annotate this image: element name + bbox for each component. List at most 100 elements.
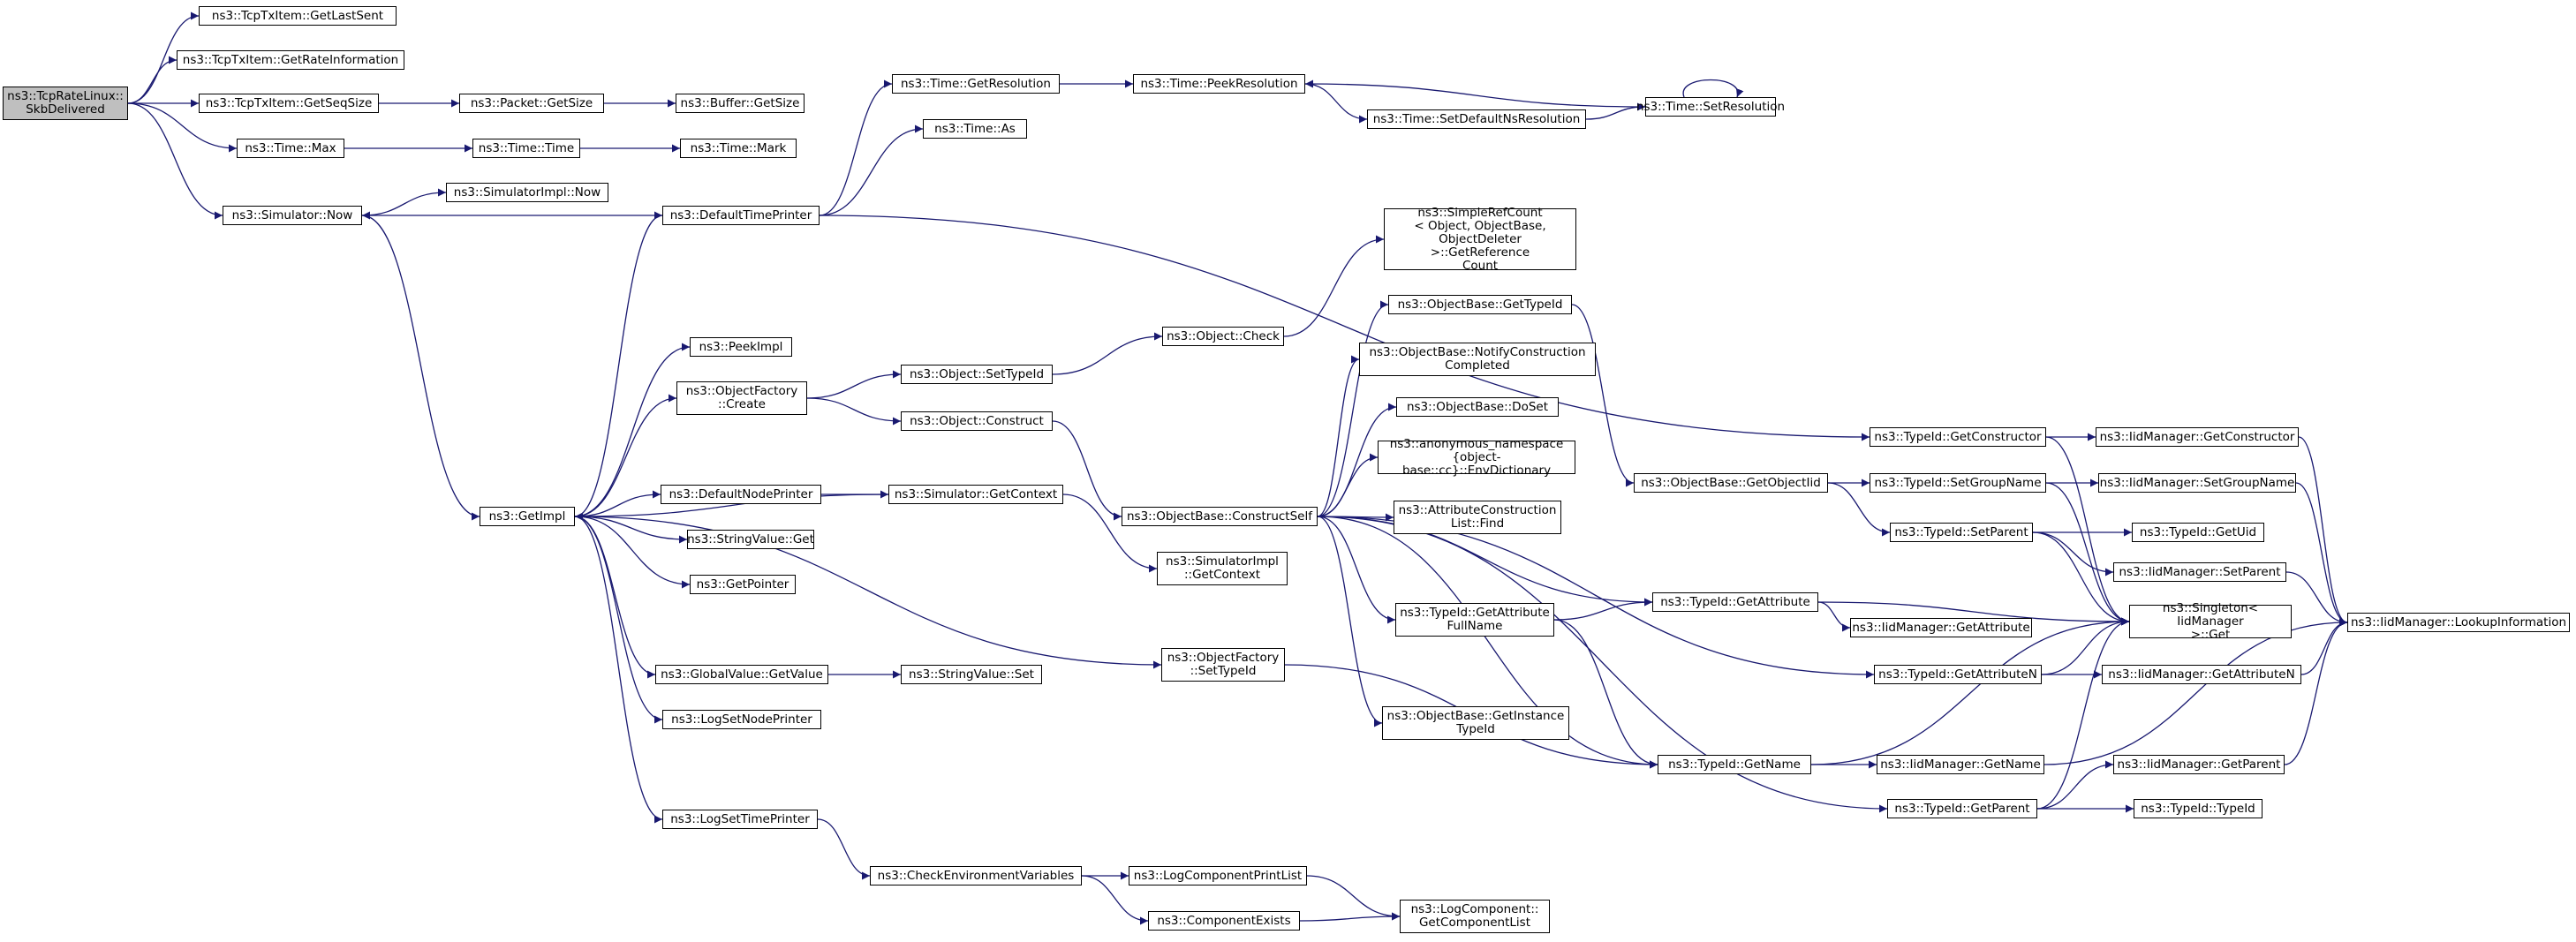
edge-simgetcontext-to-getimpl xyxy=(574,494,889,521)
node-label: ns3::TypeId::SetParent xyxy=(1894,524,2028,539)
edge-objconstruct-to-obconstructself xyxy=(1052,420,1122,521)
node-setdefaultns[interactable]: ns3::Time::SetDefaultNsResolution xyxy=(1367,109,1586,129)
node-label: ns3::TypeId::SetGroupName xyxy=(1874,475,2042,490)
node-objsettypeid[interactable]: ns3::Object::SetTypeId xyxy=(901,365,1053,384)
node-simplerefcount[interactable]: ns3::SimpleRefCount < Object, ObjectBase… xyxy=(1384,205,1576,273)
node-packetgetsize[interactable]: ns3::Packet::GetSize xyxy=(459,94,604,113)
node-label: ns3::Time::GetResolution xyxy=(900,76,1051,91)
node-label: ns3::Buffer::GetSize xyxy=(680,95,800,110)
node-getlastsent[interactable]: ns3::TcpTxItem::GetLastSent xyxy=(199,6,397,26)
node-obgetinstancetypeid[interactable]: ns3::ObjectBase::GetInstance TypeId xyxy=(1382,706,1569,740)
node-simnow[interactable]: ns3::Simulator::Now xyxy=(223,206,362,225)
edge-getimpl-to-getpointer xyxy=(574,516,691,589)
node-label: ns3::ComponentExists xyxy=(1157,913,1291,928)
node-logcompprintlist[interactable]: ns3::LogComponentPrintList xyxy=(1129,866,1307,885)
node-label: ns3::LogComponentPrintList xyxy=(1133,868,1303,883)
node-label: ns3::IidManager::GetName xyxy=(1880,757,2041,772)
node-iidlookupinfo[interactable]: ns3::IidManager::LookupInformation xyxy=(2347,613,2570,632)
node-objcheck[interactable]: ns3::Object::Check xyxy=(1162,327,1284,346)
node-getimpl[interactable]: ns3::GetImpl xyxy=(480,507,575,526)
node-deftimeprinter[interactable]: ns3::DefaultTimePrinter xyxy=(662,206,820,225)
node-attrconstfind[interactable]: ns3::AttributeConstruction List::Find xyxy=(1394,501,1561,534)
edge-deftimeprinter-to-timeas xyxy=(819,124,924,216)
edge-obconstructself-to-obnotify xyxy=(1317,355,1360,517)
node-logsettimeprinter[interactable]: ns3::LogSetTimePrinter xyxy=(662,810,818,829)
node-label: ns3::TypeId::GetAttribute xyxy=(1660,594,1810,609)
node-simimplgetcontext[interactable]: ns3::SimulatorImpl ::GetContext xyxy=(1157,552,1288,585)
node-tidgetattributen[interactable]: ns3::TypeId::GetAttributeN xyxy=(1874,665,2042,684)
node-compexists[interactable]: ns3::ComponentExists xyxy=(1148,911,1300,931)
node-singletonget[interactable]: ns3::Singleton< IidManager >::Get xyxy=(2129,601,2292,641)
node-label: ns3::LogComponent:: GetComponentList xyxy=(1410,902,1539,930)
edge-simnow-to-simimplnow xyxy=(361,188,447,216)
node-obconstructself[interactable]: ns3::ObjectBase::ConstructSelf xyxy=(1122,507,1318,526)
node-label: ns3::Time::SetDefaultNsResolution xyxy=(1372,111,1581,126)
node-label: ns3::SimulatorImpl::Now xyxy=(453,185,601,200)
node-simgetcontext[interactable]: ns3::Simulator::GetContext xyxy=(888,485,1063,504)
node-tidsetparent[interactable]: ns3::TypeId::SetParent xyxy=(1890,523,2033,542)
node-obgetobjectiid[interactable]: ns3::ObjectBase::GetObjectIid xyxy=(1634,473,1828,493)
node-getseqsize[interactable]: ns3::TcpTxItem::GetSeqSize xyxy=(199,94,379,113)
node-root[interactable]: ns3::TcpRateLinux:: SkbDelivered xyxy=(3,87,128,120)
edge-tidgetattribute-to-singletonget xyxy=(1817,601,2130,626)
node-timemax[interactable]: ns3::Time::Max xyxy=(237,139,344,158)
node-ofcreate[interactable]: ns3::ObjectFactory ::Create xyxy=(676,381,807,415)
node-simimplnow[interactable]: ns3::SimulatorImpl::Now xyxy=(446,183,608,202)
node-label: ns3::AttributeConstruction List::Find xyxy=(1398,503,1557,531)
node-envdict[interactable]: ns3::anonymous_namespace {object-base::c… xyxy=(1378,437,1575,477)
node-obgettypeid[interactable]: ns3::ObjectBase::GetTypeId xyxy=(1388,295,1572,314)
node-stringvalueset[interactable]: ns3::StringValue::Set xyxy=(901,665,1042,684)
node-iidgetattribute[interactable]: ns3::IidManager::GetAttribute xyxy=(1850,618,2032,637)
node-iidsetparent[interactable]: ns3::IidManager::SetParent xyxy=(2113,562,2286,582)
node-tidgetattribute[interactable]: ns3::TypeId::GetAttribute xyxy=(1652,592,1818,612)
node-label: ns3::SimpleRefCount < Object, ObjectBase… xyxy=(1414,205,1546,273)
node-timeas[interactable]: ns3::Time::As xyxy=(923,119,1027,139)
node-defnodeprinter[interactable]: ns3::DefaultNodePrinter xyxy=(661,485,821,504)
node-iidgetparent[interactable]: ns3::IidManager::GetParent xyxy=(2113,755,2285,774)
node-ofsettypeid[interactable]: ns3::ObjectFactory ::SetTypeId xyxy=(1161,648,1285,682)
edge-checkenv-to-compexists xyxy=(1081,875,1149,925)
node-obdoset[interactable]: ns3::ObjectBase::DoSet xyxy=(1396,397,1559,417)
node-label: ns3::GetImpl xyxy=(488,509,566,524)
node-peekresolution[interactable]: ns3::Time::PeekResolution xyxy=(1133,74,1305,94)
node-tidgetconstructor[interactable]: ns3::TypeId::GetConstructor xyxy=(1870,427,2046,447)
node-getrateinfo[interactable]: ns3::TcpTxItem::GetRateInformation xyxy=(177,50,404,70)
node-timetime[interactable]: ns3::Time::Time xyxy=(472,139,580,158)
node-buffergetsize[interactable]: ns3::Buffer::GetSize xyxy=(676,94,805,113)
node-tidgetuid[interactable]: ns3::TypeId::GetUid xyxy=(2132,523,2264,542)
node-tidgetparent[interactable]: ns3::TypeId::GetParent xyxy=(1887,799,2037,818)
edge-setresolution-to-peekresolution xyxy=(1304,79,1646,108)
node-setresolution[interactable]: ns3::Time::SetResolution xyxy=(1636,97,1785,117)
node-iidsetgroupname[interactable]: ns3::IidManager::SetGroupName xyxy=(2098,473,2296,493)
edge-iidsetparent-to-iidlookupinfo xyxy=(2285,571,2348,627)
node-logcompgetlist[interactable]: ns3::LogComponent:: GetComponentList xyxy=(1400,900,1550,933)
node-stringvalueget[interactable]: ns3::StringValue::Get xyxy=(687,530,814,549)
edge-getimpl-to-defnodeprinter xyxy=(574,490,661,517)
node-timemark[interactable]: ns3::Time::Mark xyxy=(680,139,797,158)
edge-setresolution-to-setresolution xyxy=(1682,79,1744,98)
node-globalvalueget[interactable]: ns3::GlobalValue::GetValue xyxy=(655,665,828,684)
node-checkenv[interactable]: ns3::CheckEnvironmentVariables xyxy=(870,866,1082,885)
node-label: ns3::Singleton< IidManager >::Get xyxy=(2162,600,2259,642)
node-objconstruct[interactable]: ns3::Object::Construct xyxy=(901,411,1053,431)
edge-getimpl-to-logsettimeprinter xyxy=(574,516,663,824)
node-iidgetattributen[interactable]: ns3::IidManager::GetAttributeN xyxy=(2102,665,2301,684)
edge-getimpl-to-stringvalueget xyxy=(574,516,688,544)
node-label: ns3::IidManager::GetAttribute xyxy=(1852,620,2030,635)
node-label: ns3::Time::Mark xyxy=(690,140,787,155)
node-tidtypeid[interactable]: ns3::TypeId::TypeId xyxy=(2134,799,2262,818)
node-tidsetgroupname[interactable]: ns3::TypeId::SetGroupName xyxy=(1870,473,2046,493)
node-tidgetname[interactable]: ns3::TypeId::GetName xyxy=(1658,755,1811,774)
node-label: ns3::TypeId::GetConstructor xyxy=(1874,429,2042,444)
node-peekimpl[interactable]: ns3::PeekImpl xyxy=(690,337,792,357)
node-logsetnodeprinter[interactable]: ns3::LogSetNodePrinter xyxy=(662,710,821,729)
node-label: ns3::GlobalValue::GetValue xyxy=(661,667,823,682)
node-label: ns3::Packet::GetSize xyxy=(470,95,593,110)
node-iidgetname[interactable]: ns3::IidManager::GetName xyxy=(1877,755,2044,774)
node-getresolution[interactable]: ns3::Time::GetResolution xyxy=(892,74,1060,94)
node-iidgetconstructor[interactable]: ns3::IidManager::GetConstructor xyxy=(2096,427,2299,447)
node-label: ns3::Time::Max xyxy=(245,140,336,155)
node-obnotify[interactable]: ns3::ObjectBase::NotifyConstruction Comp… xyxy=(1359,343,1596,376)
node-getpointer[interactable]: ns3::GetPointer xyxy=(690,575,796,594)
node-tidgetattrfullname[interactable]: ns3::TypeId::GetAttribute FullName xyxy=(1395,603,1554,637)
